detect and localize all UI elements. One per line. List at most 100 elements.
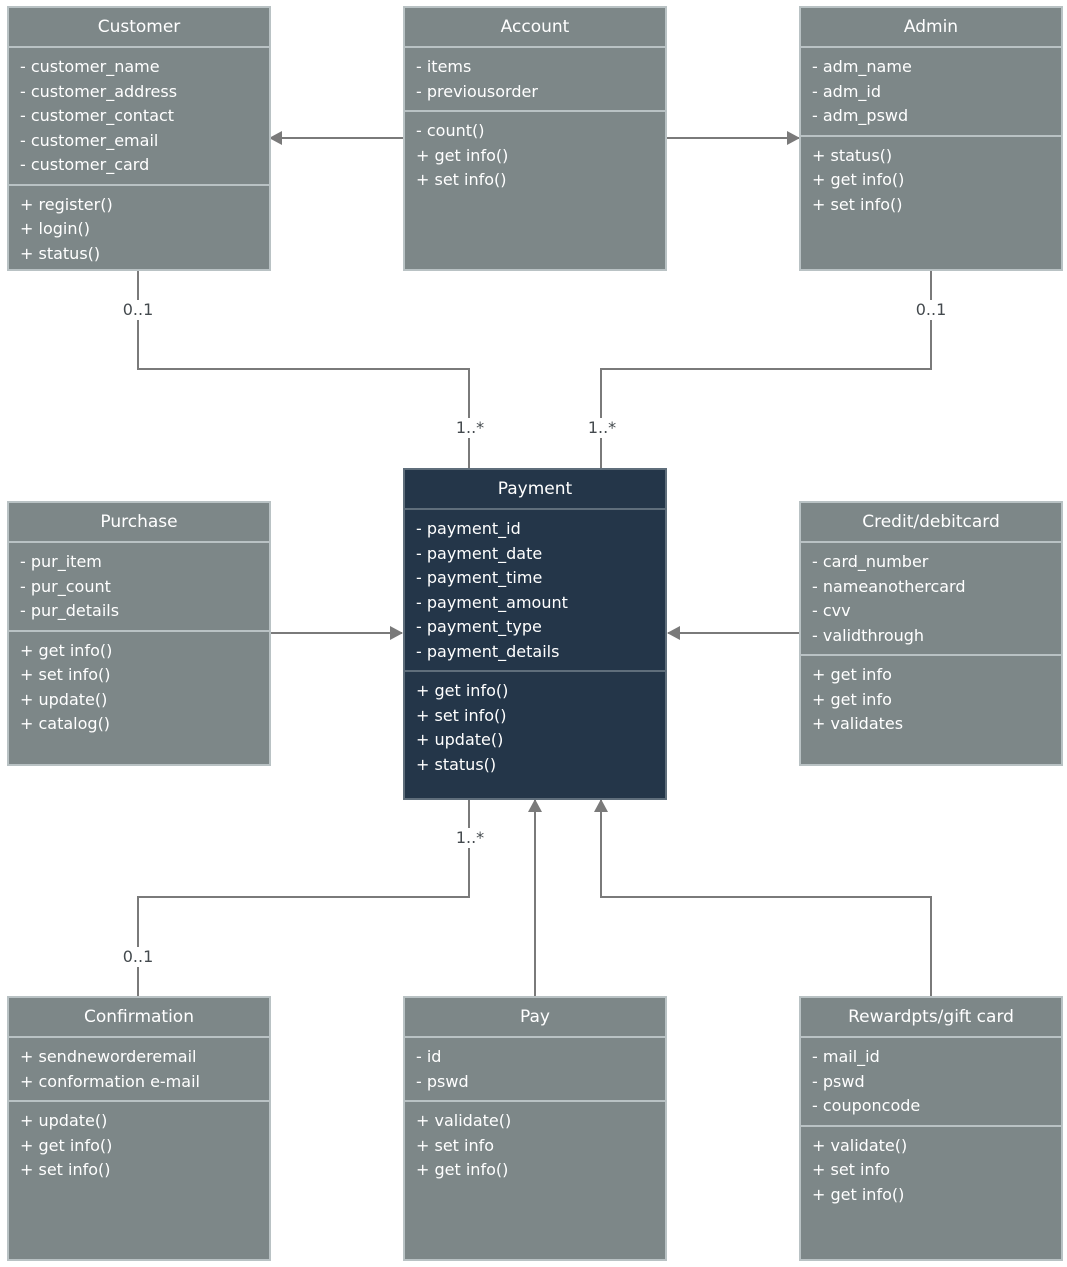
attribute: - card_number bbox=[812, 552, 929, 571]
method: + status() bbox=[20, 243, 101, 263]
method: + get info() bbox=[20, 640, 113, 660]
multiplicity-customer: 0..1 bbox=[120, 300, 156, 320]
class-name: Customer bbox=[9, 8, 269, 48]
method: + get info() bbox=[416, 1160, 509, 1179]
class-pay[interactable]: Pay - id - pswd + validate() + set info … bbox=[403, 996, 667, 1261]
method: - count() bbox=[416, 121, 485, 140]
method: + get info() bbox=[812, 170, 905, 189]
attributes-section: + sendneworderemail + conformation e-mai… bbox=[9, 1038, 269, 1102]
method: + set info() bbox=[20, 665, 111, 684]
class-name: Purchase bbox=[9, 503, 269, 543]
class-account[interactable]: Account - items - previousorder - count(… bbox=[403, 6, 667, 271]
method: + get info bbox=[812, 689, 892, 709]
attribute: - adm_name bbox=[812, 57, 912, 76]
attribute: - previousorder bbox=[416, 81, 538, 101]
method: + get info bbox=[812, 665, 892, 684]
attribute: + sendneworderemail bbox=[20, 1047, 197, 1066]
attribute: - pur_item bbox=[20, 552, 102, 571]
attribute: - pur_count bbox=[20, 576, 111, 596]
class-name: Payment bbox=[405, 470, 665, 510]
attribute: - payment_details bbox=[416, 641, 560, 661]
multiplicity-customer-payment: 1..* bbox=[453, 418, 487, 438]
attributes-section: - pur_item - pur_count - pur_details bbox=[9, 543, 269, 632]
methods-section: + register() + login() + status() bbox=[9, 186, 269, 273]
class-name: Admin bbox=[801, 8, 1061, 48]
rewards-payment-connector bbox=[594, 799, 932, 997]
method: + update() bbox=[20, 1111, 108, 1130]
attribute: - customer_address bbox=[20, 81, 178, 101]
class-admin[interactable]: Admin - adm_name - adm_id - adm_pswd + s… bbox=[799, 6, 1063, 271]
method: + get info() bbox=[416, 145, 509, 165]
attributes-section: - payment_id - payment_date - payment_ti… bbox=[405, 510, 665, 672]
methods-section: + get info() + set info() + update() + c… bbox=[9, 632, 269, 743]
attributes-section: - items - previousorder bbox=[405, 48, 665, 112]
methods-section: + validate() + set info + get info() bbox=[405, 1102, 665, 1189]
attribute: - id bbox=[416, 1047, 442, 1066]
confirmation-payment-connector bbox=[137, 799, 470, 997]
multiplicity-payment-confirmation: 1..* bbox=[453, 828, 487, 848]
methods-section: + validate() + set info + get info() bbox=[801, 1127, 1061, 1214]
attributes-section: - card_number - nameanothercard - cvv - … bbox=[801, 543, 1061, 656]
class-name: Credit/debitcard bbox=[801, 503, 1061, 543]
method: + validate() bbox=[812, 1135, 908, 1155]
methods-section: + update() + get info() + set info() bbox=[9, 1102, 269, 1189]
method: + set info() bbox=[416, 170, 507, 189]
attribute: - payment_time bbox=[416, 568, 543, 587]
methods-section: + get info + get info + validates bbox=[801, 656, 1061, 743]
method: + update() bbox=[416, 730, 504, 749]
method: + set info bbox=[812, 1160, 891, 1179]
methods-section: + get info() + set info() + update() + s… bbox=[405, 672, 665, 783]
method: + validate() bbox=[416, 1111, 512, 1130]
attributes-section: - id - pswd bbox=[405, 1038, 665, 1102]
method: + set info() bbox=[812, 194, 903, 214]
attribute: - validthrough bbox=[812, 625, 925, 645]
attribute: - pswd bbox=[416, 1071, 469, 1091]
attribute: - mail_id bbox=[812, 1047, 880, 1066]
class-name: Confirmation bbox=[9, 998, 269, 1038]
attribute: + conformation e-mail bbox=[20, 1071, 200, 1091]
attribute: - pswd bbox=[812, 1071, 865, 1091]
attribute: - customer_card bbox=[20, 155, 150, 174]
attribute: - customer_name bbox=[20, 57, 160, 76]
attribute: - items bbox=[416, 57, 472, 76]
attribute: - pur_details bbox=[20, 601, 120, 620]
methods-section: + status() + get info() + set info() bbox=[801, 137, 1061, 224]
attribute: - nameanothercard bbox=[812, 576, 966, 596]
attribute: - adm_id bbox=[812, 81, 882, 101]
method: + set info() bbox=[416, 705, 507, 725]
multiplicity-admin-payment: 1..* bbox=[585, 418, 619, 438]
multiplicity-admin: 0..1 bbox=[913, 300, 949, 320]
method: + login() bbox=[20, 219, 90, 238]
attribute: - adm_pswd bbox=[812, 106, 909, 125]
class-name: Pay bbox=[405, 998, 665, 1038]
method: + update() bbox=[20, 689, 108, 709]
class-name: Account bbox=[405, 8, 665, 48]
admin-payment-connector bbox=[600, 270, 932, 468]
attribute: - payment_type bbox=[416, 617, 542, 636]
method: + set info() bbox=[20, 1160, 111, 1179]
attributes-section: - mail_id - pswd - couponcode bbox=[801, 1038, 1061, 1127]
methods-section: - count() + get info() + set info() bbox=[405, 112, 665, 199]
attributes-section: - adm_name - adm_id - adm_pswd bbox=[801, 48, 1061, 137]
method: + set info bbox=[416, 1135, 495, 1155]
attribute: - payment_id bbox=[416, 519, 521, 538]
class-purchase[interactable]: Purchase - pur_item - pur_count - pur_de… bbox=[7, 501, 271, 766]
class-creditcard[interactable]: Credit/debitcard - card_number - nameano… bbox=[799, 501, 1063, 766]
class-payment[interactable]: Payment - payment_id - payment_date - pa… bbox=[403, 468, 667, 800]
class-rewards[interactable]: Rewardpts/gift card - mail_id - pswd - c… bbox=[799, 996, 1063, 1261]
attributes-section: - customer_name - customer_address - cus… bbox=[9, 48, 269, 186]
multiplicity-confirmation: 0..1 bbox=[120, 947, 156, 967]
method: + validates bbox=[812, 714, 904, 733]
attribute: - cvv bbox=[812, 601, 851, 620]
method: + catalog() bbox=[20, 714, 111, 733]
method: + register() bbox=[20, 194, 113, 214]
attribute: - payment_amount bbox=[416, 592, 568, 612]
class-confirmation[interactable]: Confirmation + sendneworderemail + confo… bbox=[7, 996, 271, 1261]
attribute: - couponcode bbox=[812, 1096, 921, 1115]
class-customer[interactable]: Customer - customer_name - customer_addr… bbox=[7, 6, 271, 271]
method: + get info() bbox=[20, 1135, 113, 1155]
attribute: - customer_contact bbox=[20, 106, 175, 125]
attribute: - payment_date bbox=[416, 543, 543, 563]
method: + status() bbox=[812, 145, 893, 165]
